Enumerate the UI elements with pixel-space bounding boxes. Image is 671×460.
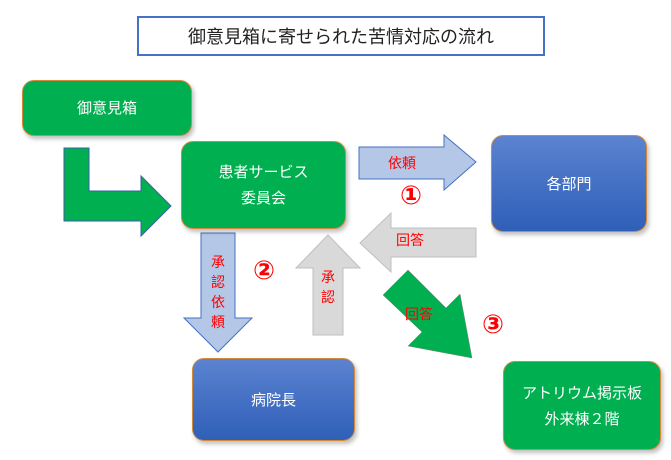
step-number-1: ①	[400, 181, 423, 211]
step-number-3: ③	[482, 310, 505, 340]
committee-node: 患者サービス 委員会	[181, 141, 346, 229]
atrium-board-label-line1: アトリウム掲示板	[521, 383, 642, 402]
request-arrow	[358, 133, 477, 192]
step-number-2: ②	[253, 256, 276, 286]
approval-request-arrow	[182, 232, 254, 353]
diagram-title: 御意見箱に寄せられた苦情対応の流れ	[137, 16, 545, 56]
committee-label-line2: 委員会	[240, 189, 286, 207]
committee-label-line1: 患者サービス	[218, 163, 309, 181]
reply-label: 回答	[396, 233, 424, 249]
opinion-box-node: 御意見箱	[22, 80, 192, 136]
bent-arrow	[63, 147, 172, 238]
opinion-box-label: 御意見箱	[76, 99, 137, 117]
approval-label: 承 認	[321, 270, 335, 306]
approval-arrow	[294, 234, 362, 336]
departments-node: 各部門	[491, 135, 647, 232]
request-label: 依頼	[388, 156, 416, 172]
director-label: 病院長	[250, 390, 296, 409]
reply-arrow	[359, 211, 477, 274]
atrium-board-label-line2: 外来棟２階	[544, 409, 620, 428]
atrium-board-node: アトリウム掲示板 外来棟２階	[503, 361, 661, 450]
board-reply-arrow	[382, 269, 473, 359]
approval-request-label: 承 認 依 頼	[211, 255, 225, 331]
board-reply-label: 回答	[405, 307, 433, 323]
director-node: 病院長	[192, 358, 355, 441]
departments-label: 各部門	[546, 174, 592, 193]
